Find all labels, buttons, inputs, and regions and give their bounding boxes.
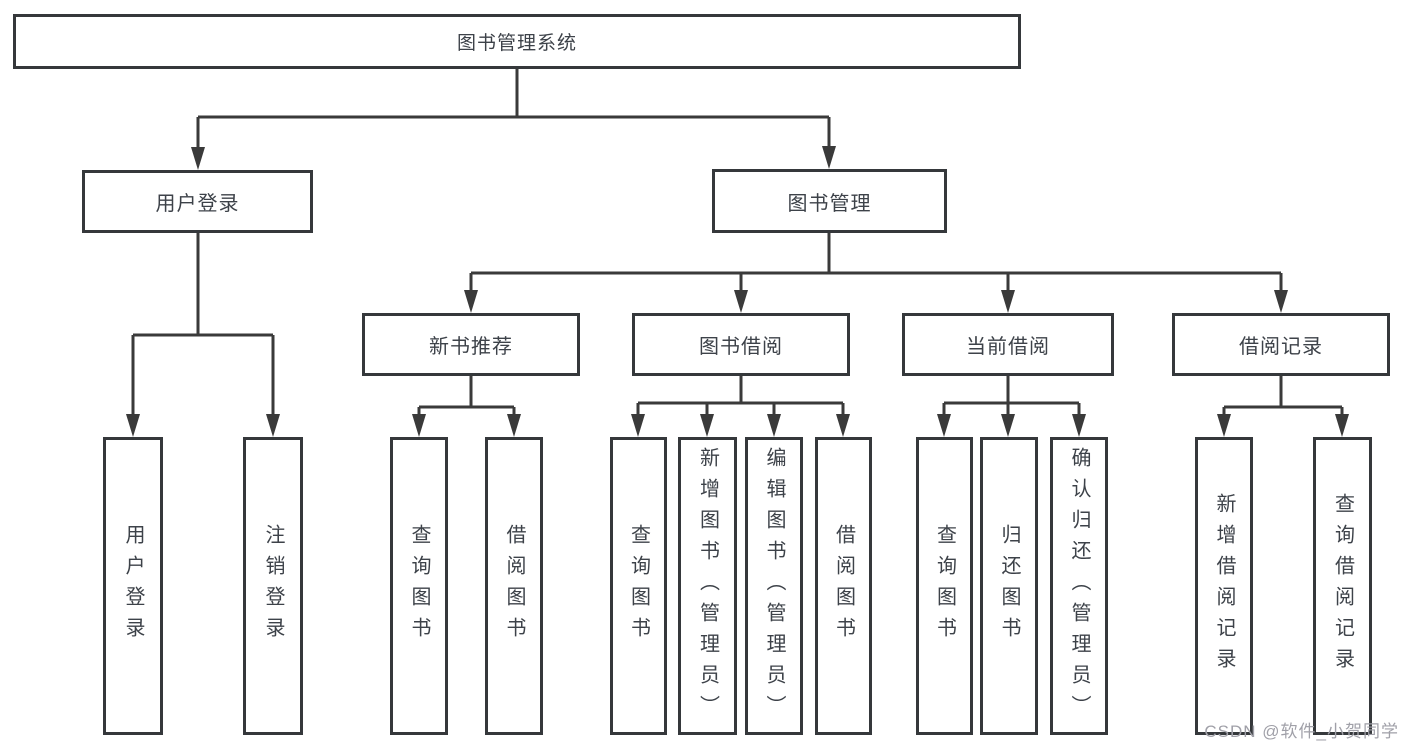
leaf-add-borrow-record: 新增借阅记录 [1195,437,1253,735]
leaf-query-borrow-record-label: 查询借阅记录 [1331,493,1354,679]
leaf-query-book-3-label: 查询图书 [933,524,956,648]
node-current-borrow-label: 当前借阅 [966,336,1050,358]
leaf-borrow-book-1: 借阅图书 [485,437,543,735]
node-borrow-record: 借阅记录 [1172,313,1390,376]
leaf-add-borrow-record-label: 新增借阅记录 [1213,493,1235,679]
node-book-management: 图书管理 [712,169,947,233]
node-user-login: 用户登录 [82,170,313,233]
leaf-query-book-2: 查询图书 [610,437,667,735]
leaf-logout: 注销登录 [243,437,303,735]
node-new-book-recommend-label: 新书推荐 [429,336,513,358]
node-book-management-label: 图书管理 [787,192,872,215]
leaf-query-book-1-label: 查询图书 [408,524,430,648]
node-current-borrow: 当前借阅 [902,313,1114,376]
node-user-login-label: 用户登录 [155,193,240,215]
leaf-borrow-book-2-label: 借阅图书 [832,524,855,648]
leaf-borrow-book-1-label: 借阅图书 [503,524,525,648]
leaf-query-book-1: 查询图书 [390,437,448,735]
leaf-confirm-return-admin: 确认归还（管理员） [1050,437,1108,735]
leaf-logout-label: 注销登录 [262,524,284,648]
leaf-user-login-label: 用户登录 [122,524,144,648]
node-borrow-record-label: 借阅记录 [1239,336,1323,358]
csdn-watermark: CSDN @软件_小贺同学 [1204,722,1399,741]
node-root-label: 图书管理系统 [456,33,577,54]
leaf-add-book-admin-label: 新增图书（管理员） [696,446,719,726]
node-book-borrow: 图书借阅 [632,313,850,376]
leaf-return-book-label: 归还图书 [998,524,1020,648]
leaf-borrow-book-2: 借阅图书 [815,437,872,735]
node-book-borrow-label: 图书借阅 [699,336,783,358]
node-root-system: 图书管理系统 [13,14,1021,69]
leaf-edit-book-admin: 编辑图书（管理员） [745,437,803,735]
leaf-return-book: 归还图书 [980,437,1038,735]
arrowhead-icons [126,146,1349,437]
leaf-query-borrow-record: 查询借阅记录 [1313,437,1372,735]
leaf-query-book-3: 查询图书 [916,437,973,735]
node-new-book-recommend: 新书推荐 [362,313,580,376]
leaf-add-book-admin: 新增图书（管理员） [678,437,737,735]
leaf-user-login: 用户登录 [103,437,163,735]
leaf-edit-book-admin-label: 编辑图书（管理员） [763,446,785,726]
leaf-confirm-return-admin-label: 确认归还（管理员） [1068,446,1090,726]
leaf-query-book-2-label: 查询图书 [627,524,650,648]
